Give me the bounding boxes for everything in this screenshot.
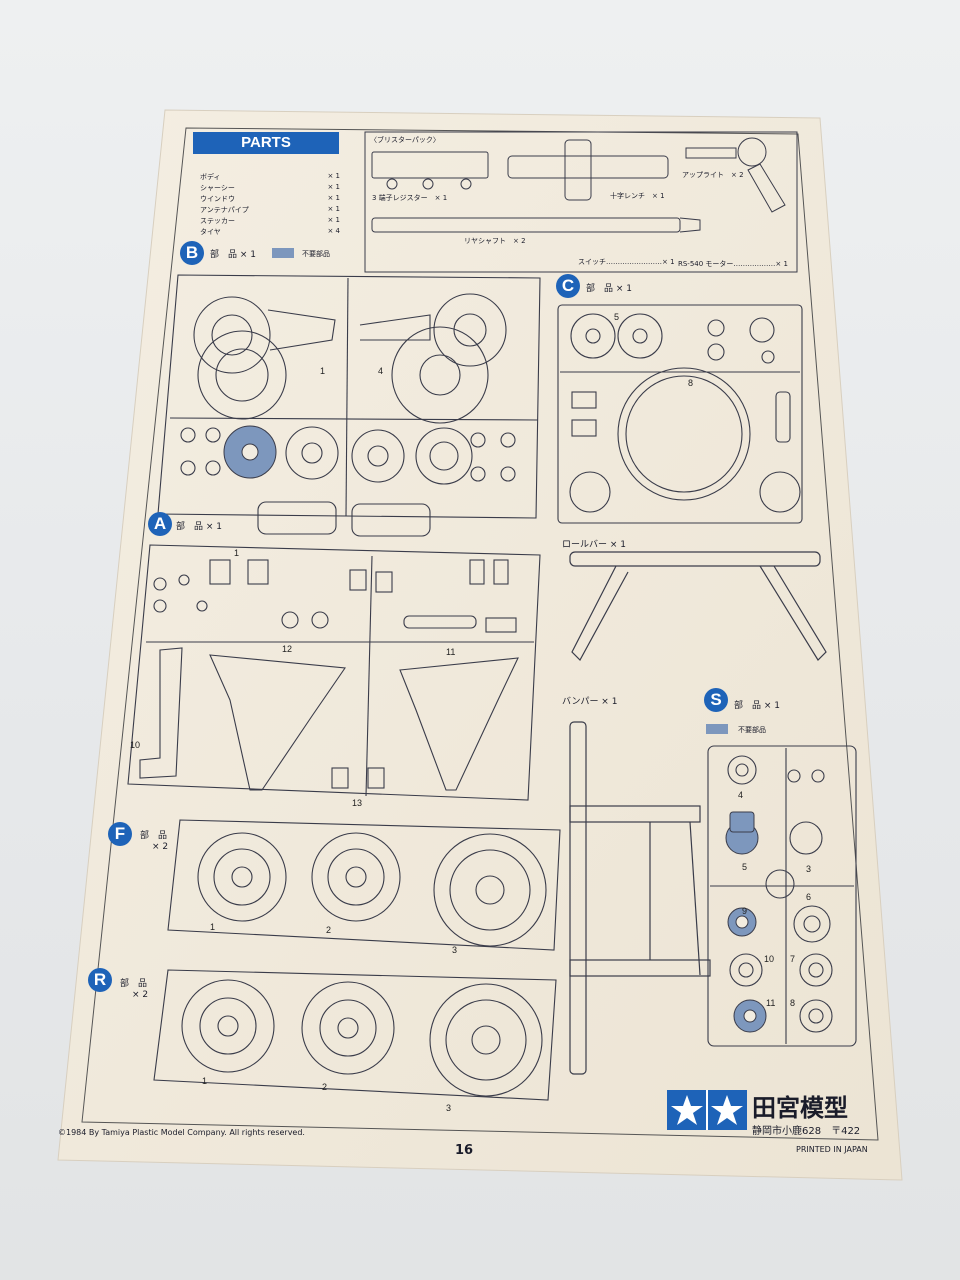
copyright-text: ©1984 By Tamiya Plastic Model Company. A… [58, 1128, 305, 1137]
part-number: 5 [614, 312, 620, 322]
blister-label-upright: アップライト × 2 [682, 171, 744, 179]
brand-address: 静岡市小鹿628 〒422 [752, 1126, 861, 1137]
part-number: 13 [352, 798, 363, 808]
parts-list-item: ウインドウ× 1 [200, 194, 340, 203]
blister-label-resistor: 3 端子レジスター × 1 [372, 194, 448, 202]
part-number: 1 [234, 548, 240, 558]
sprue-f-caption: 部 品 [140, 831, 168, 841]
rollbar-label: ロールバー × 1 [562, 540, 626, 550]
parts-list-item: アンテナパイプ× 1 [200, 205, 340, 214]
part-number: 4 [738, 790, 744, 800]
part-number: 5 [742, 862, 748, 872]
sprue-s-badge: S [704, 688, 728, 712]
rollbar-part [569, 551, 827, 661]
page-number: 16 [455, 1143, 474, 1158]
brand-name: 田宮模型 [752, 1093, 848, 1122]
sprue-a-badge: A [148, 512, 172, 536]
part-number: 10 [764, 954, 775, 964]
sprue-b-unneeded: 不要部品 [302, 250, 330, 258]
parts-list-item: シャーシー× 1 [200, 183, 340, 192]
sprue-s-caption: 部 品 × 1 [734, 701, 780, 711]
sprue-b-badge: B [180, 241, 204, 265]
sprue-r [153, 969, 557, 1101]
sprue-c [557, 304, 803, 524]
sprue-a-caption: 部 品 × 1 [176, 522, 222, 532]
sprue-c-badge: C [556, 274, 580, 298]
sprue-f-badge: F [108, 822, 132, 846]
part-number: 4 [378, 366, 384, 376]
part-number: 11 [446, 647, 456, 657]
part-number: 8 [790, 998, 796, 1008]
parts-list-item: タイヤ× 4 [200, 227, 340, 236]
part-number: 8 [688, 378, 694, 388]
part-number: 12 [282, 644, 293, 654]
parts-header: PARTS [193, 132, 339, 154]
part-number: 3 [806, 864, 812, 874]
part-number: 2 [326, 925, 332, 935]
blister-label-switch: スイッチ……………………× 1 [578, 258, 675, 266]
sprue-c-caption: 部 品 × 1 [586, 284, 632, 294]
sprue-b-caption: 部 品 × 1 [210, 250, 256, 260]
parts-list: ボディ× 1 シャーシー× 1 ウインドウ× 1 アンテナパイプ× 1 ステッカ… [200, 172, 340, 237]
part-number: 10 [130, 740, 141, 750]
part-number: 1 [320, 366, 326, 376]
part-number: 1 [202, 1076, 208, 1086]
blister-label-shaft: リヤシャフト × 2 [464, 237, 526, 245]
sprue-r-badge: R [88, 968, 112, 992]
sprue-b [157, 274, 541, 537]
part-number: 3 [446, 1103, 452, 1113]
blister-label-motor: RS-540 モーター………………× 1 [678, 260, 788, 268]
sprue-r-qty: × 2 [132, 990, 149, 1000]
sprue-r-caption: 部 品 [120, 979, 148, 989]
part-number: 9 [742, 906, 748, 916]
sprue-s [707, 745, 857, 1047]
sprue-f-qty: × 2 [152, 842, 169, 852]
part-number: 1 [210, 922, 216, 932]
bumper-part [569, 721, 711, 1075]
blister-label-wrench: 十字レンチ × 1 [610, 192, 665, 200]
part-number: 7 [790, 954, 796, 964]
unneeded-swatch-b [272, 248, 294, 258]
blister-title: 〈ブリスターパック〉 [370, 136, 440, 144]
part-number: 3 [452, 945, 458, 955]
part-number: 11 [766, 998, 776, 1008]
sprue-s-unneeded: 不要部品 [738, 726, 766, 734]
parts-list-item: ボディ× 1 [200, 172, 340, 181]
tamiya-logo [667, 1090, 747, 1130]
parts-list-item: ステッカー× 1 [200, 216, 340, 225]
part-number: 2 [322, 1082, 328, 1092]
unneeded-swatch-s [706, 724, 728, 734]
part-number: 6 [806, 892, 812, 902]
sprue-a [127, 544, 541, 801]
printed-in-japan: PRINTED IN JAPAN [796, 1145, 868, 1154]
blister-pack-box [364, 131, 798, 273]
bumper-label: バンパー × 1 [562, 697, 618, 707]
sprue-f [167, 819, 561, 951]
